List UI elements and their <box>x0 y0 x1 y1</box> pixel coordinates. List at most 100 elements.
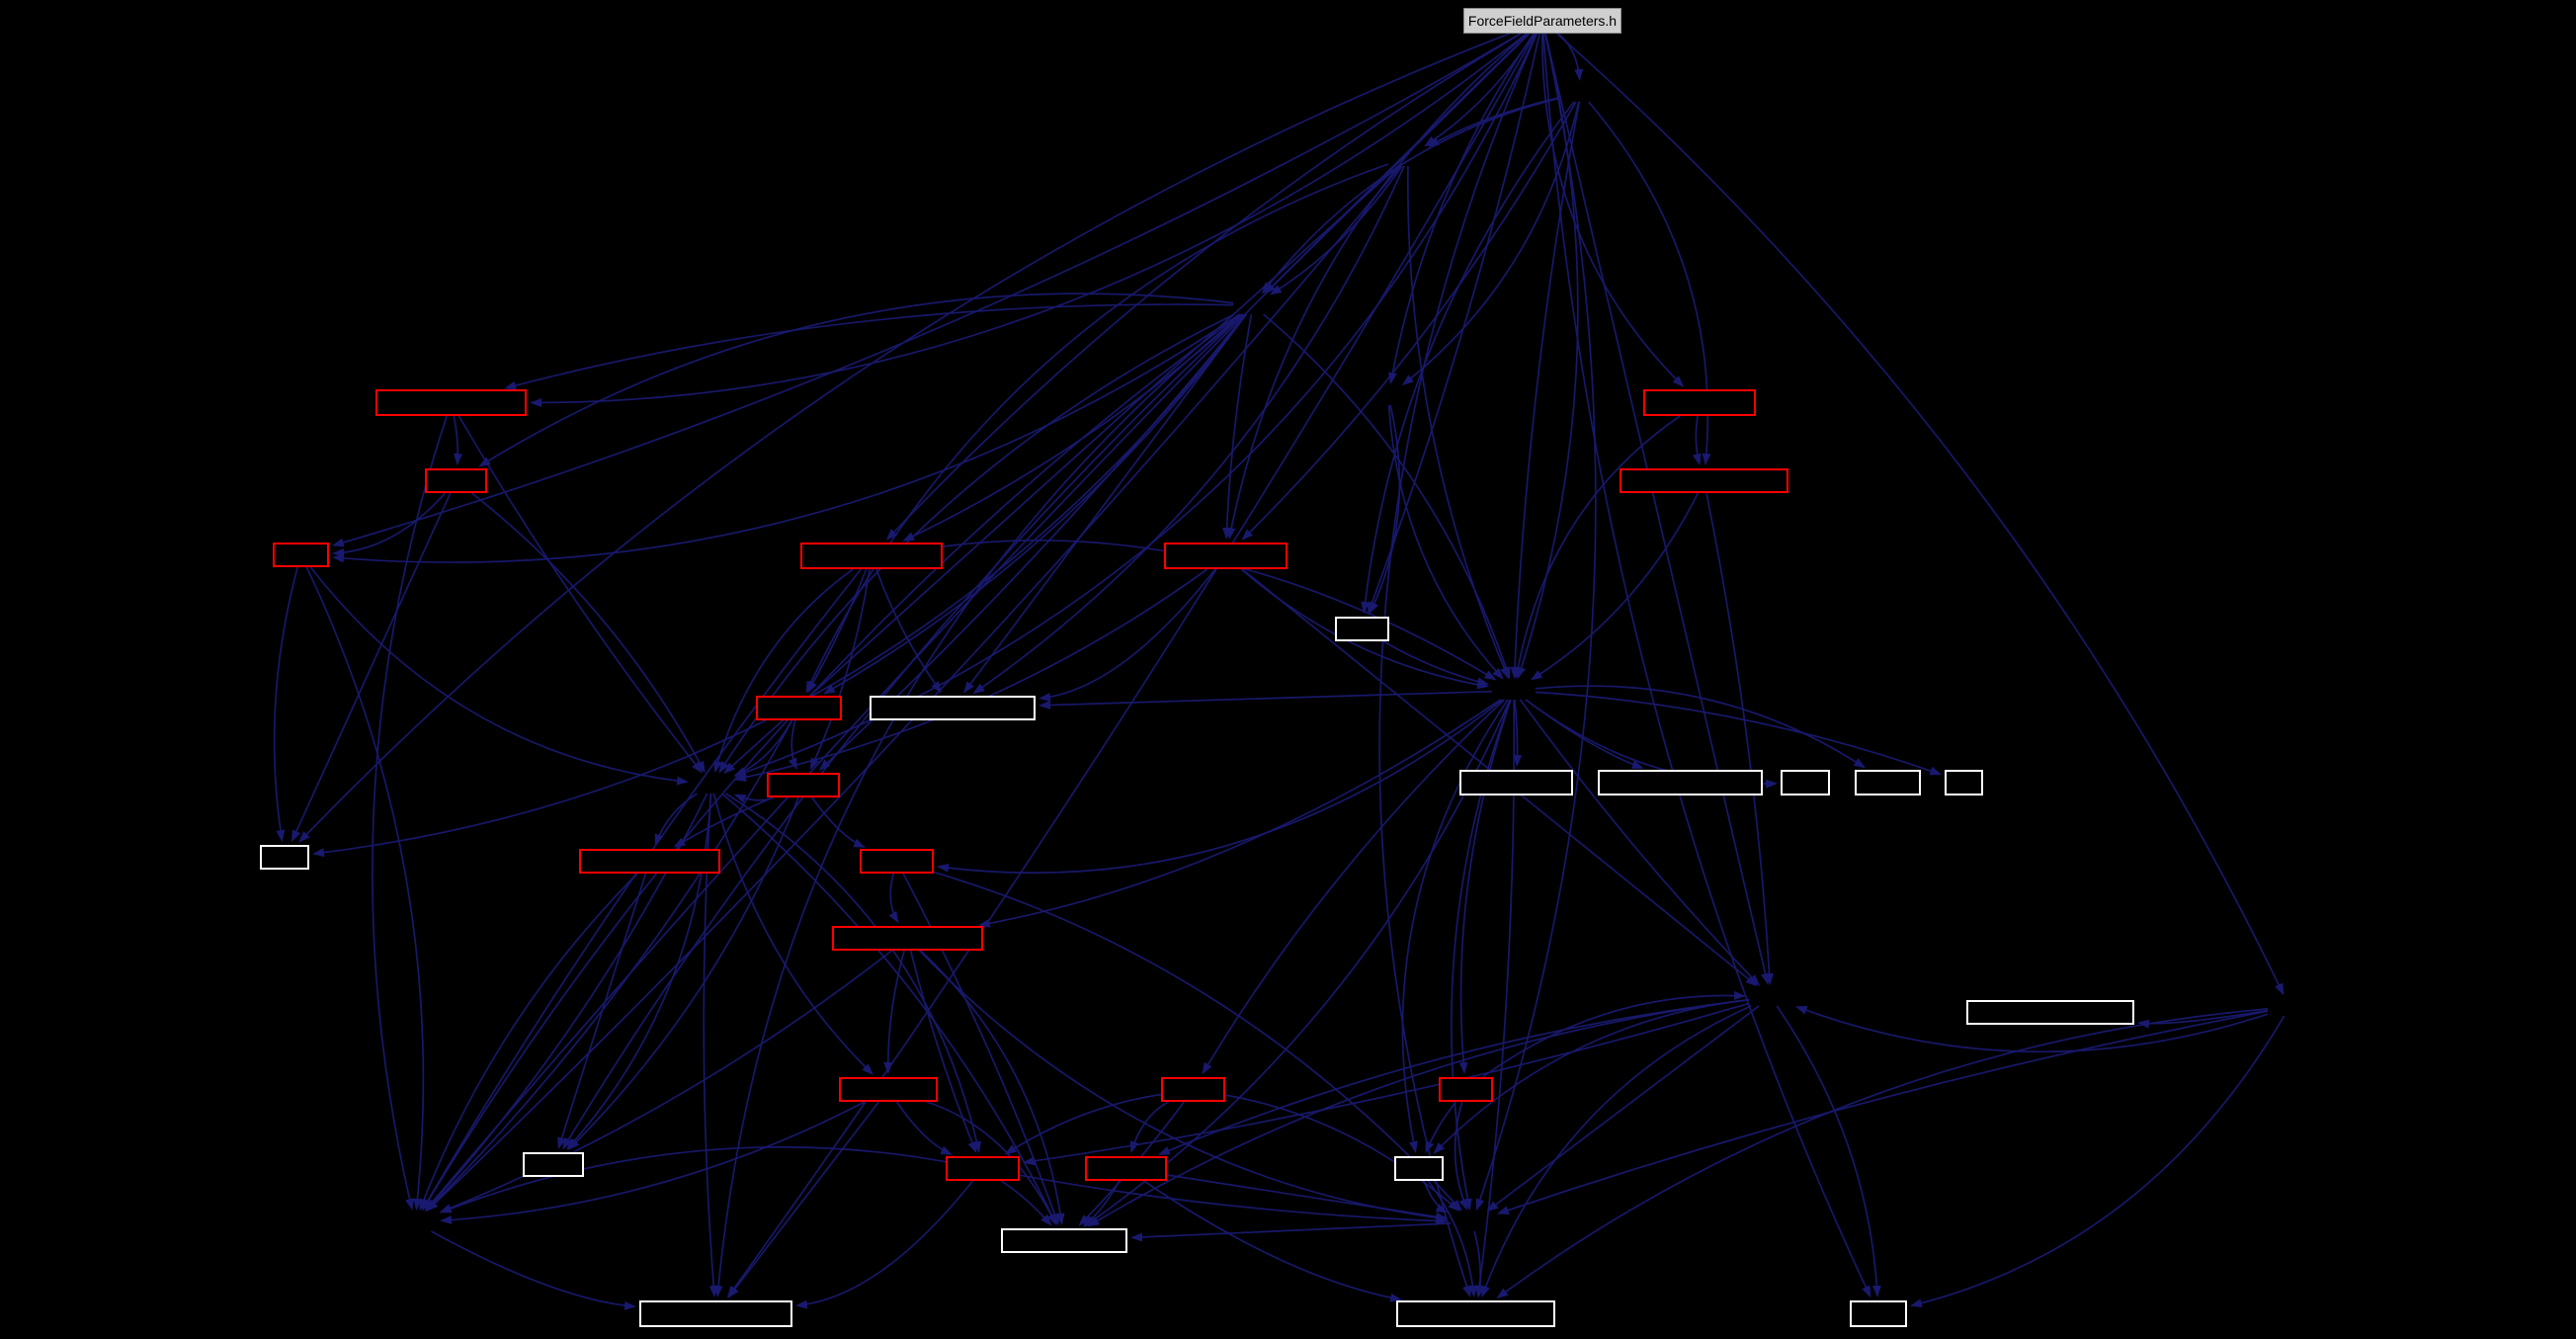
graph-node-w2[interactable] <box>870 696 1036 720</box>
edge-r4-r8 <box>807 568 868 694</box>
edge-r9-r11 <box>811 796 867 848</box>
graph-node-r6[interactable] <box>1643 389 1756 416</box>
edge-r1-j5 <box>457 415 704 774</box>
graph-node-r17[interactable] <box>1085 1156 1167 1181</box>
edge-r8-r9 <box>788 719 797 771</box>
graph-node-w13[interactable] <box>639 1300 792 1327</box>
edge-r3-j5 <box>309 566 689 786</box>
edge-r2-r3 <box>332 492 447 557</box>
graph-node-r11[interactable] <box>860 849 934 874</box>
edge-n0-j1 <box>1557 33 1584 81</box>
edge-j10-j4 <box>1387 404 1504 680</box>
edge-j4-w7 <box>1535 691 1943 776</box>
edge-j4-r14 <box>1202 699 1505 1075</box>
graph-node-r13[interactable] <box>839 1077 938 1102</box>
edge-j3-r8 <box>823 313 1247 695</box>
graph-junction-j6 <box>1749 988 1792 1006</box>
edge-j6-w15 <box>1776 1005 1881 1297</box>
edge-n0-j9 <box>1475 33 1597 1212</box>
edge-j3-w2 <box>963 313 1247 694</box>
graph-node-w12[interactable] <box>1001 1228 1127 1253</box>
edge-j5-w12 <box>721 793 1057 1226</box>
graph-node-r1[interactable] <box>375 389 527 416</box>
edge-r12-r16 <box>909 950 977 1154</box>
edge-r1-j8 <box>372 415 448 1212</box>
edge-j4-r11 <box>937 699 1504 875</box>
graph-node-w5[interactable] <box>1781 770 1830 795</box>
graph-node-r2[interactable] <box>425 468 487 493</box>
graph-node-w9[interactable] <box>1966 1000 2134 1025</box>
graph-junction-j1 <box>1561 84 1601 102</box>
graph-node-r16[interactable] <box>946 1156 1020 1181</box>
edge-r17-j9 <box>1166 1174 1449 1221</box>
graph-node-r10[interactable] <box>579 849 720 874</box>
edge-r16-w13 <box>795 1180 974 1309</box>
graph-node-w4[interactable] <box>1598 770 1763 795</box>
graph-node-r3[interactable] <box>273 543 329 567</box>
edge-r3-w8 <box>273 566 299 843</box>
root-node: ForceFieldParameters.h <box>1463 8 1621 34</box>
graph-node-r15[interactable] <box>1439 1077 1493 1102</box>
edge-r16-w12 <box>1000 1180 1052 1226</box>
edge-j1-r5 <box>1241 101 1577 541</box>
graph-node-w6[interactable] <box>1855 770 1921 795</box>
graph-node-r8[interactable] <box>756 696 842 720</box>
edge-r6-j4 <box>1513 415 1681 680</box>
edge-j5-r13 <box>712 793 874 1075</box>
graph-junction-j5 <box>692 776 731 794</box>
edge-r11-j9 <box>933 871 1462 1212</box>
edge-j7-w14 <box>1496 1008 2269 1299</box>
graph-node-w10[interactable] <box>523 1152 584 1177</box>
edge-r8-j8 <box>425 719 793 1212</box>
edge-j4-w3 <box>1513 699 1523 767</box>
edge-j3-r5 <box>1222 313 1253 540</box>
edge-n0-r1 <box>530 33 1528 407</box>
edge-r15-j9 <box>1454 1101 1468 1212</box>
graph-node-w7[interactable] <box>1945 770 1983 795</box>
edge-r10-w10 <box>557 873 647 1150</box>
edge-n0-w8 <box>298 33 1510 843</box>
edge-r4-w2 <box>875 568 943 694</box>
graph-node-w1[interactable] <box>1335 617 1389 641</box>
graph-node-w15[interactable] <box>1850 1300 1907 1327</box>
graph-junction-j2 <box>1388 148 1428 166</box>
edge-r2-j5 <box>470 492 706 774</box>
edge-r13-r16 <box>895 1101 954 1155</box>
edge-r9-j5 <box>733 794 775 803</box>
graph-node-r4[interactable] <box>800 543 943 569</box>
edge-j1-j4 <box>1510 101 1581 679</box>
graph-node-w8[interactable] <box>260 845 309 870</box>
edge-r14-j9 <box>1224 1094 1460 1213</box>
edge-j6-r16 <box>1022 1002 1750 1166</box>
edge-j2-j8 <box>426 165 1402 1212</box>
edge-j4-j9 <box>1451 699 1512 1212</box>
edge-r13-w12 <box>926 1101 1057 1226</box>
graph-node-r14[interactable] <box>1161 1077 1225 1102</box>
edge-r13-j8 <box>440 1101 866 1225</box>
edge-j1-j10 <box>1401 101 1580 386</box>
graph-node-r5[interactable] <box>1164 543 1288 569</box>
graph-node-r12[interactable] <box>832 926 983 951</box>
graph-node-w3[interactable] <box>1459 770 1573 795</box>
graph-node-w14[interactable] <box>1396 1300 1555 1327</box>
node-label: ForceFieldParameters.h <box>1467 13 1618 29</box>
edge-r7-j6 <box>1705 492 1775 985</box>
edge-n0-w13 <box>726 33 1537 1298</box>
edge-r11-w12 <box>902 873 1059 1226</box>
edge-j5-w10 <box>566 793 712 1150</box>
graph-node-r7[interactable] <box>1620 468 1788 493</box>
graph-node-w11[interactable] <box>1394 1156 1444 1181</box>
edge-n0-r4 <box>885 33 1522 541</box>
graph-junction-j7 <box>2268 998 2311 1016</box>
edge-r11-r12 <box>888 873 899 924</box>
edge-r3-j8 <box>305 566 425 1211</box>
edge-r16-j8 <box>439 1145 947 1213</box>
edge-j2-w2 <box>972 165 1405 695</box>
graph-node-r9[interactable] <box>767 773 840 797</box>
edge-r12-j8 <box>439 950 893 1213</box>
edge-r12-r13 <box>883 950 905 1074</box>
edge-j4-r12 <box>977 699 1502 928</box>
edge-n0-j7 <box>1556 33 2285 996</box>
edge-j2-j3 <box>1270 165 1403 295</box>
edge-r14-r16 <box>1004 1093 1162 1155</box>
